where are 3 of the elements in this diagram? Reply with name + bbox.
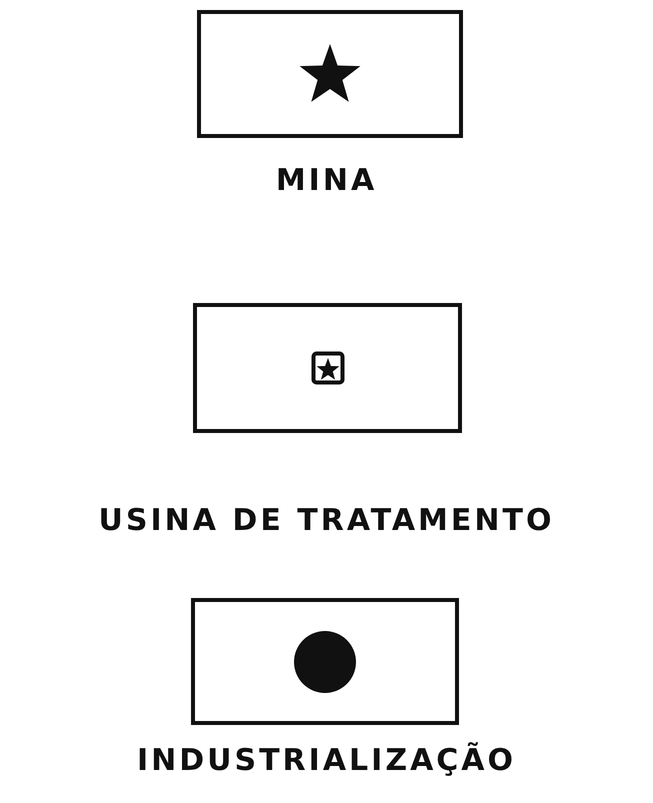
legend-label: MINA (276, 163, 378, 198)
legend-label: USINA DE TRATAMENTO (98, 503, 554, 538)
legend-label: INDUSTRIALIZAÇÃO (136, 743, 516, 778)
